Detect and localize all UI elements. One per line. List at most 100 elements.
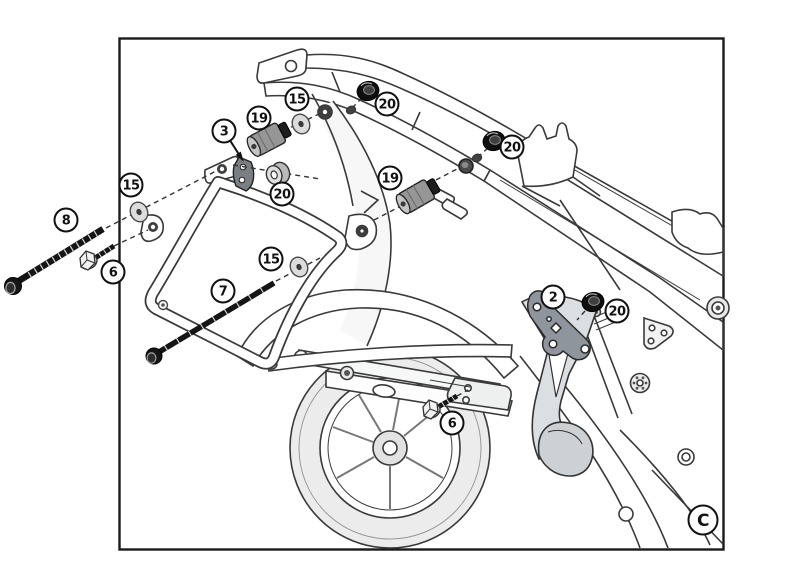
callout-flange-bolt-bottom: 6 xyxy=(439,410,465,436)
wheel-spokes xyxy=(332,387,444,509)
callout-washer-left: 15 xyxy=(118,172,144,198)
axis-bolt8-cont xyxy=(232,164,321,180)
spacer-bands xyxy=(257,128,276,152)
pannier-loop-core xyxy=(146,177,346,368)
callout-spacer-rear: 19 xyxy=(377,165,403,191)
axis-nut-bracket xyxy=(576,310,586,321)
callout-washer-bottom: 15 xyxy=(258,246,284,272)
nut-face xyxy=(363,85,375,95)
frame-ring-inner xyxy=(681,452,691,462)
washer-15-bottom xyxy=(289,256,309,278)
washer-15-top xyxy=(291,113,311,135)
tail-bodywork xyxy=(482,140,730,549)
callout-label: 20 xyxy=(503,141,521,156)
axis-bolt6-bottom xyxy=(456,389,469,397)
callout-flange-bolt-left: 6 xyxy=(100,259,126,285)
rod7-socket-face xyxy=(146,352,157,364)
frame-ring-small xyxy=(618,506,634,522)
tail-bracket-blob xyxy=(671,208,724,256)
washer-hole xyxy=(296,263,302,271)
callout-circle xyxy=(53,207,79,233)
callout-circle xyxy=(540,284,566,310)
callout-label: 3 xyxy=(220,125,229,140)
panel-grommet-hole xyxy=(321,108,329,116)
bolt6l-threads xyxy=(98,246,112,258)
flange-bolt-6-bottom xyxy=(422,393,459,420)
adapter-bracket-3 xyxy=(232,156,255,192)
flange-nut-20-rack-front xyxy=(356,80,380,102)
callout-nut-front: 20 xyxy=(269,181,295,207)
undertail-panel-edge2 xyxy=(311,93,354,207)
frame-tab-left-hole-center xyxy=(150,224,156,230)
flange-bolt-6-left xyxy=(79,243,116,271)
threaded-rod-7 xyxy=(145,280,276,365)
spacer-face-dot xyxy=(251,143,257,150)
wheel-hub-dot xyxy=(382,440,398,456)
callout-spacer-front: 19 xyxy=(246,105,272,131)
adjuster-hole xyxy=(461,395,470,404)
spacer-face-dot xyxy=(400,201,406,207)
axis-spacer-rear-b xyxy=(435,168,458,181)
callout-arrowhead xyxy=(235,151,244,162)
flanged-ring-20 xyxy=(265,161,291,185)
callout-long-bolt: 8 xyxy=(53,207,79,233)
callout-nut-rack-rear: 20 xyxy=(499,134,525,160)
swingarm-detail-line xyxy=(429,379,471,388)
callout-nut-bracket: 20 xyxy=(604,298,630,324)
callout-circle xyxy=(258,246,284,272)
callout-label: 2 xyxy=(549,291,558,306)
flange-nut-20-rack-rear xyxy=(482,130,506,152)
axis-bolt8 xyxy=(105,169,219,229)
swingarm-slot xyxy=(372,384,396,398)
callout-washer-top: 15 xyxy=(284,86,310,112)
rack-slot xyxy=(441,198,469,220)
axis-bolt6-left xyxy=(113,229,149,247)
callout-circle xyxy=(284,86,310,112)
callout-label: 7 xyxy=(219,285,228,300)
frame-disc-dot xyxy=(715,305,721,311)
callout-support-bracket: 2 xyxy=(540,284,566,310)
nut-face xyxy=(489,135,501,145)
spacer-stud xyxy=(277,121,292,139)
hanger-foot-highlight xyxy=(547,430,583,445)
plate-hole xyxy=(647,337,655,345)
bracket2-diamond-slot xyxy=(549,321,563,335)
callout-circle xyxy=(118,172,144,198)
washer-hole xyxy=(298,120,304,128)
bracket3-hole xyxy=(238,176,246,184)
rack-platform-fins xyxy=(516,122,578,188)
subframe-tab-hole-center xyxy=(358,227,366,235)
rack-strut xyxy=(331,71,421,131)
callout-circle xyxy=(100,259,126,285)
hardware xyxy=(4,80,605,420)
bolt6b-shaft xyxy=(436,393,459,410)
callout-label: 6 xyxy=(109,266,118,281)
sprocket-dots xyxy=(632,376,648,390)
callout-label: 15 xyxy=(122,179,140,194)
callout-circle xyxy=(269,181,295,207)
bracket2-hole xyxy=(580,344,590,354)
swingarm xyxy=(293,349,513,417)
bracket3-plate xyxy=(232,156,255,192)
callout-label: 15 xyxy=(288,93,306,108)
cowl-curve xyxy=(559,379,669,549)
frame-bolt-face xyxy=(461,162,469,168)
hanger-foot xyxy=(537,421,594,477)
callout-threaded-rod: 7 xyxy=(210,278,236,304)
callout-label: 19 xyxy=(250,112,268,127)
loop-corner-dot xyxy=(161,303,165,307)
bolt6b-hex-lines xyxy=(423,399,439,417)
bolt8-socket-face xyxy=(5,281,16,295)
fender-band xyxy=(235,288,520,380)
ring-hole xyxy=(270,170,278,180)
plate-hole xyxy=(648,324,656,332)
callout-circle xyxy=(687,504,719,536)
bracket2-hole xyxy=(532,302,542,312)
callout-circle xyxy=(211,118,237,144)
swingarm-pivot-dot xyxy=(344,370,350,376)
callout-circle xyxy=(499,134,525,160)
callout-circle xyxy=(377,165,403,191)
axis-spacer-rear-a xyxy=(373,206,400,221)
